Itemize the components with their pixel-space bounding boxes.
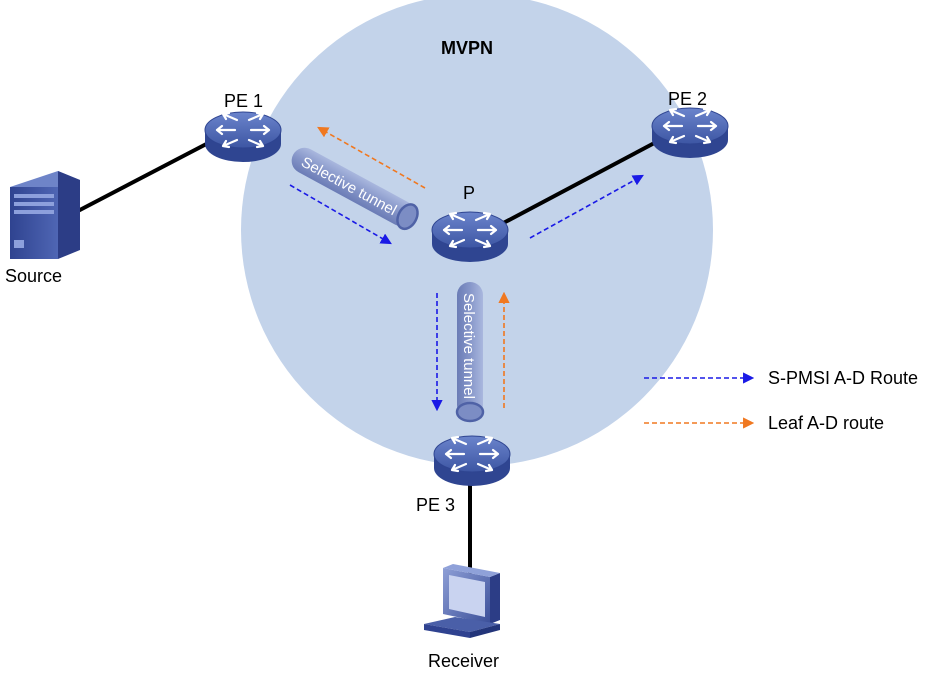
router-pe2-icon (650, 106, 730, 160)
router-pe3-icon (432, 434, 512, 488)
tunnel-lower-label: Selective tunnel (460, 293, 477, 399)
label-pe1: PE 1 (224, 91, 264, 111)
diagram-title: MVPN (441, 38, 494, 58)
router-p-icon (430, 210, 510, 264)
selective-tunnel-lower: Selective tunnel (455, 282, 485, 423)
source-server-icon (10, 171, 80, 259)
label-pe2: PE 2 (668, 89, 708, 109)
label-pe3: PE 3 (416, 495, 456, 515)
receiver-pc-icon (424, 564, 500, 638)
link-source-pe1 (75, 138, 215, 214)
spmsi-arrow-pe1-p (289, 184, 392, 245)
label-p: P (463, 183, 476, 203)
legend-leaf-label: Leaf A-D route (768, 413, 885, 433)
label-source: Source (5, 266, 63, 286)
router-pe1-icon (203, 110, 283, 164)
label-receiver: Receiver (428, 651, 500, 671)
leaf-arrow-p-pe1 (317, 126, 426, 189)
legend-spmsi-label: S-PMSI A-D Route (768, 368, 919, 388)
spmsi-arrow-p-pe2 (529, 174, 644, 239)
link-p-pe2 (493, 138, 661, 230)
